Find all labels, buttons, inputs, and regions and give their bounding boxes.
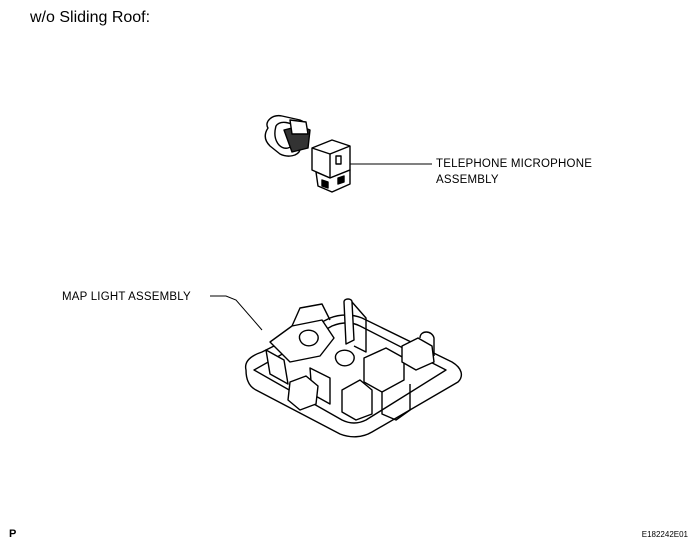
telephone-microphone-drawing — [264, 114, 351, 193]
telephone-microphone-label-line1: TELEPHONE MICROPHONE — [436, 158, 593, 170]
map-light-leader-line — [210, 295, 263, 331]
map-light-label: MAP LIGHT ASSEMBLY — [62, 291, 191, 303]
telephone-microphone-label: TELEPHONE MICROPHONE ASSEMBLY — [436, 156, 592, 188]
telephone-microphone-label-line2: ASSEMBLY — [436, 174, 499, 186]
page-heading: w/o Sliding Roof: — [30, 9, 151, 26]
corner-mark: P — [9, 528, 17, 540]
figure-code: E182242E01 — [641, 530, 688, 539]
map-light-drawing — [244, 298, 463, 438]
